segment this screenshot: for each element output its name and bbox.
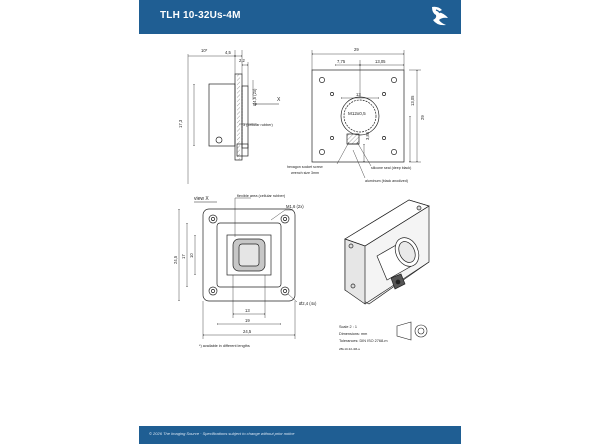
document-page: TLH 10-32Us-4M (139, 0, 461, 444)
dim-label: 19 (245, 318, 250, 323)
top-view-labels: 29 7,75 13,05 13 M12x0,5 13,05 29 3,85 h… (287, 47, 425, 183)
side-view-labels: 10* 4,5 2,2 Ø4,5 (2x) X 17,3 3 (cellular… (178, 48, 281, 128)
dim-label: Ø2,4 (4x) (299, 301, 317, 306)
spec-line: Tolerances: DIN ISO 2768-m (339, 339, 388, 343)
note-label: hexagon socket screw (287, 165, 323, 169)
dim-label: 10 (189, 253, 194, 258)
dim-label: 4,5 (225, 50, 231, 55)
dim-label: 7,75 (337, 59, 346, 64)
company-logo-icon (432, 6, 448, 26)
dim-label: 13,05 (375, 59, 386, 64)
dim-label: 29 (354, 47, 359, 52)
view-label: view X (194, 196, 209, 202)
dim-label: 24,5 (243, 329, 252, 334)
dim-label: 3,85 (365, 131, 370, 140)
projection-symbol-icon (396, 321, 428, 341)
dim-label: 13,05 (410, 95, 415, 106)
dim-label: 3 (cellular rubber) (243, 123, 273, 127)
note-label: flexible area (cellular rubber) (237, 194, 286, 198)
spec-line: Scale 2 : 1 (339, 325, 357, 329)
page-footer: © 2026 The Imaging Source · Specificatio… (139, 426, 461, 444)
page-header: TLH 10-32Us-4M (139, 0, 461, 34)
side-view (187, 50, 279, 184)
note-label: M1,6 (2x) (286, 204, 304, 209)
dim-label: 13 (356, 92, 361, 97)
dim-label: 17 (181, 254, 186, 259)
page-title: TLH 10-32Us-4M (160, 10, 241, 21)
technical-drawing: 10* 4,5 2,2 Ø4,5 (2x) X 17,3 3 (cellular… (173, 47, 430, 351)
dim-label: 10* (201, 48, 208, 53)
view-x-labels: view X flexible area (cellular rubber) M… (173, 194, 317, 348)
note-label: aluminum (black anodized) (365, 179, 408, 183)
view-x (178, 197, 298, 339)
view-arrow-label: X (277, 97, 281, 103)
spec-block: Scale 2 : 1 Dimensions: mm Tolerances: D… (339, 321, 428, 351)
thread-label: M12x0,5 (348, 111, 366, 116)
note-label: wrench size 3mm (291, 171, 319, 175)
dim-label: 2,2 (239, 58, 245, 63)
drawing-id: 2BL10-32-4M-a (339, 347, 360, 351)
dim-label: 29 (420, 115, 425, 120)
note-label: silicone seal (deep black) (371, 166, 411, 170)
footer-text: © 2026 The Imaging Source · Specificatio… (149, 431, 295, 436)
spec-line: Dimensions: mm (339, 332, 367, 336)
dim-label: 17,3 (178, 119, 183, 128)
isometric-view (344, 199, 430, 305)
footnote: *) available in different lengths (199, 344, 250, 348)
dim-label: 13 (245, 308, 250, 313)
dim-label: 24,5 (173, 255, 178, 264)
top-view (311, 50, 421, 179)
dim-label: Ø4,5 (2x) (252, 88, 257, 106)
